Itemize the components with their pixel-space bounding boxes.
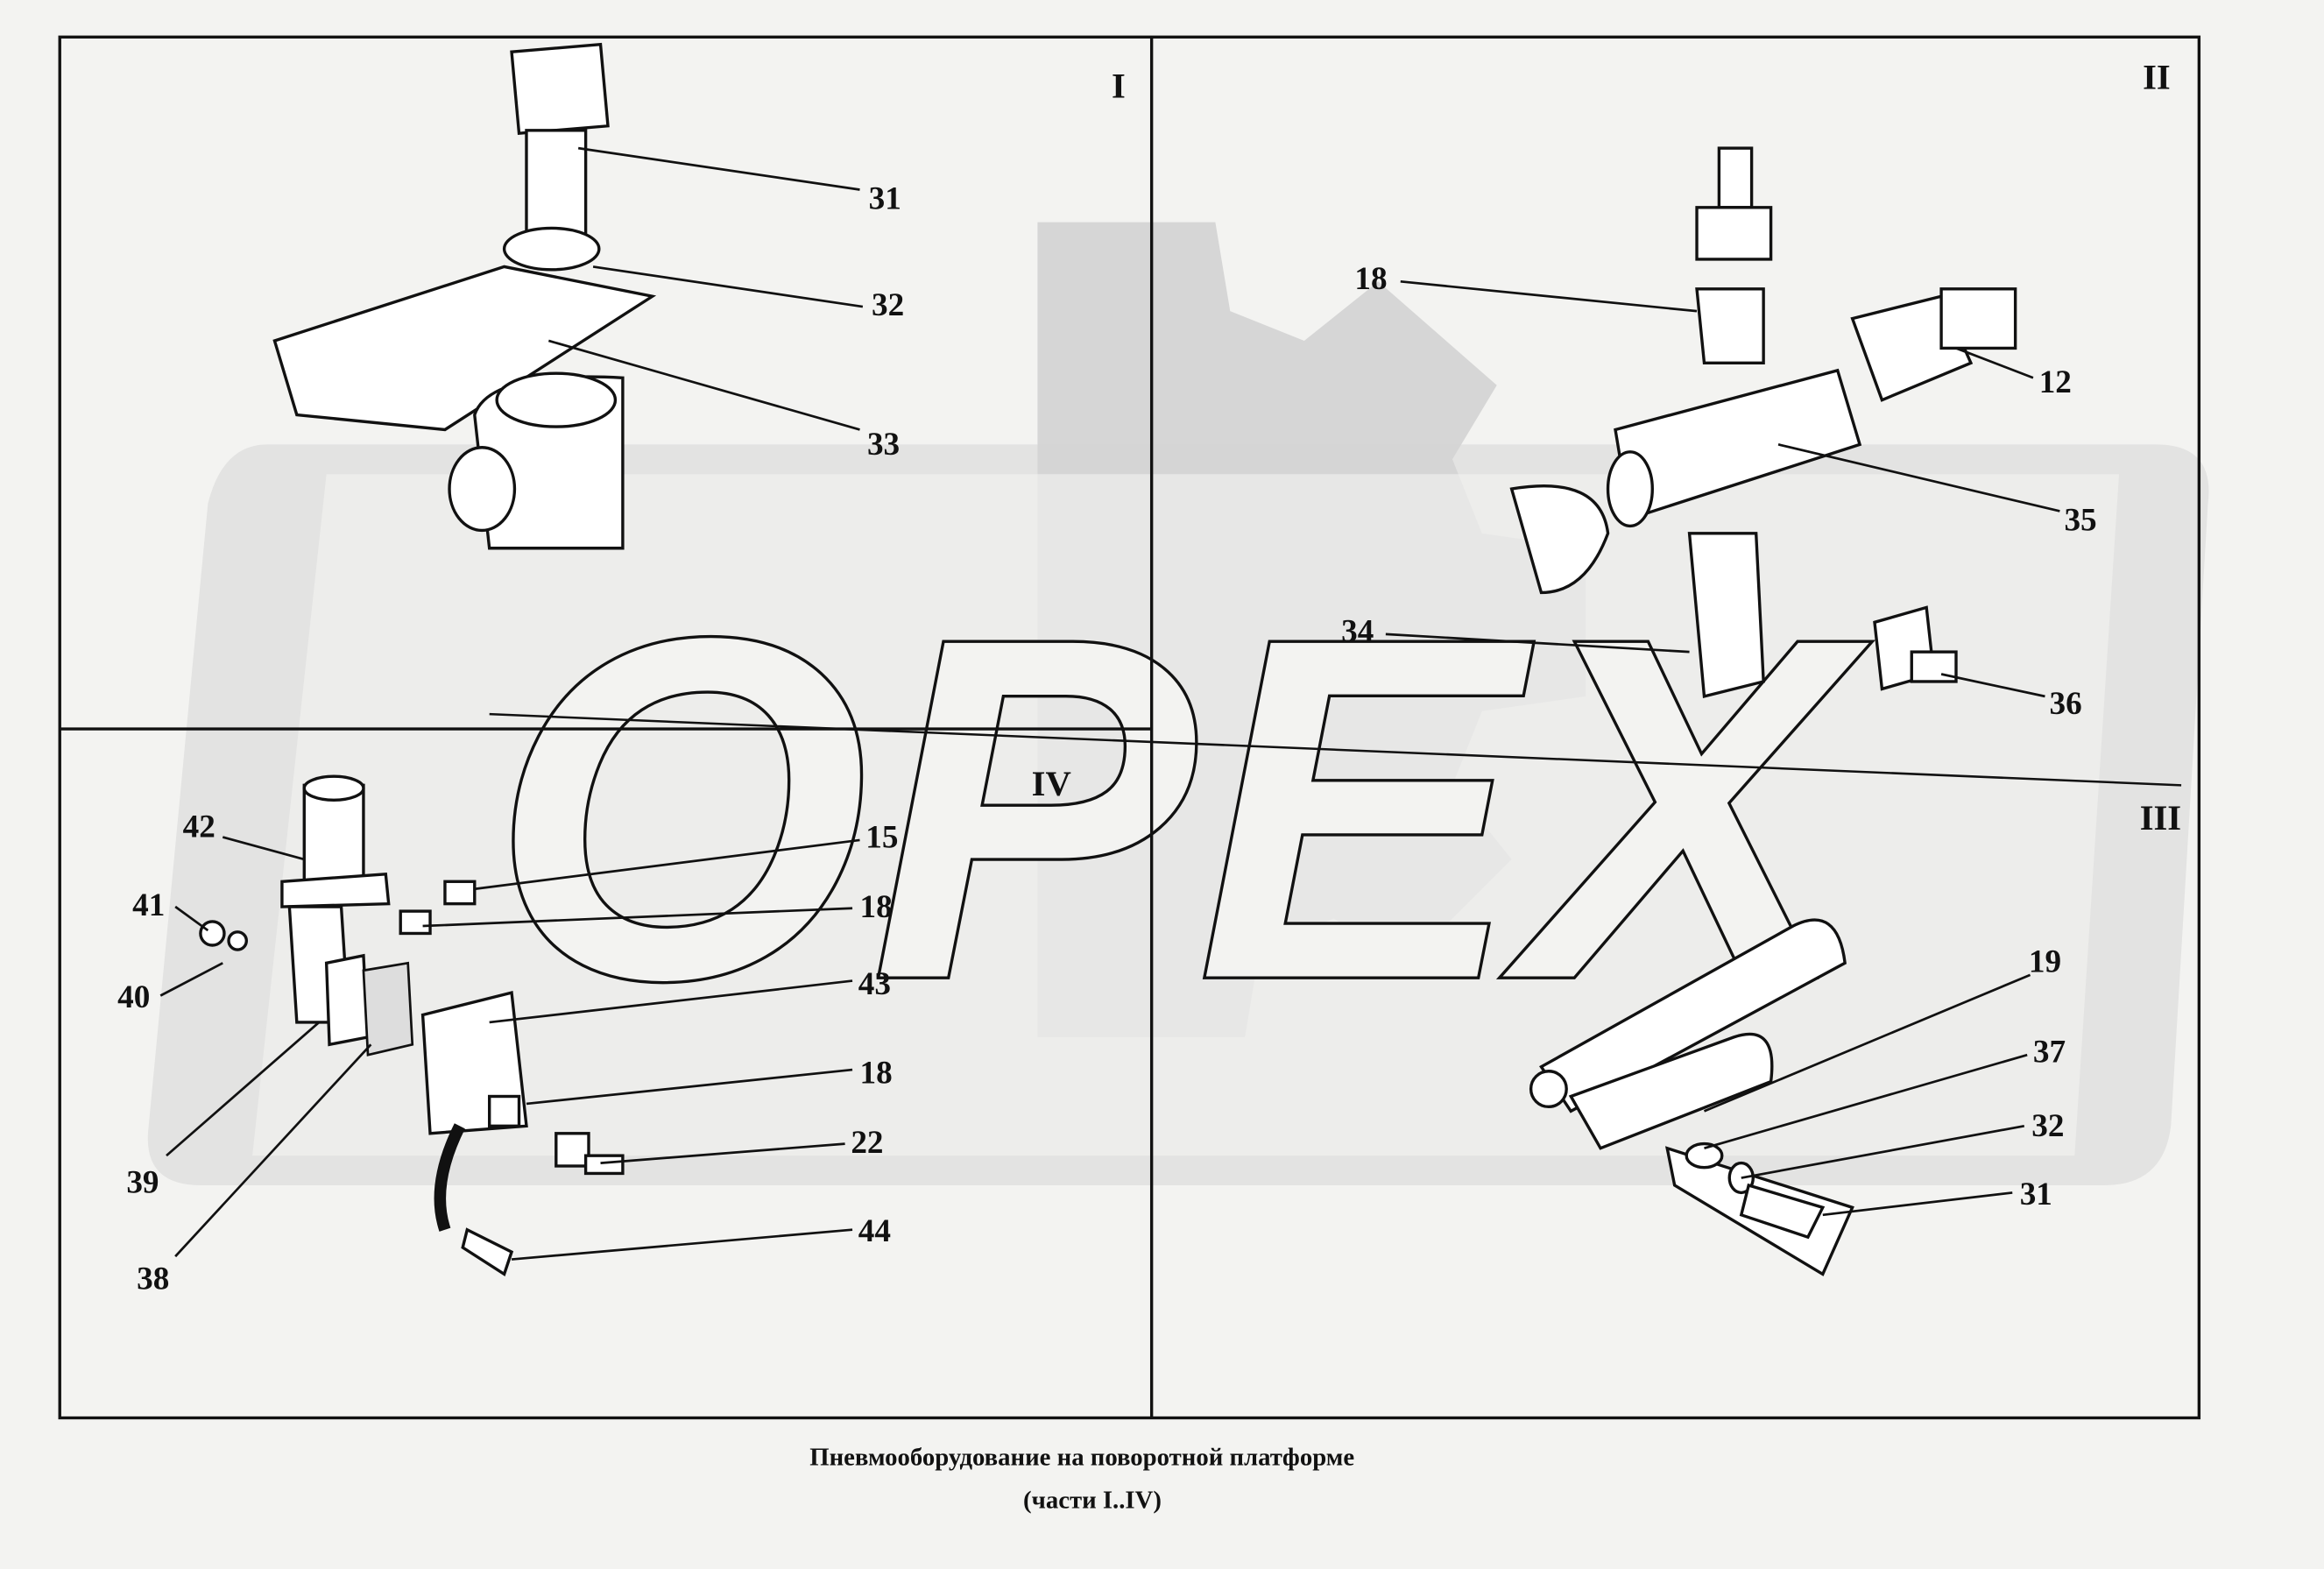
part-label: 40 — [117, 979, 150, 1015]
part-label: 37 — [2033, 1035, 2066, 1071]
section-label-iii: III — [2140, 798, 2181, 838]
part-label: 39 — [126, 1164, 159, 1200]
part-label: 34 — [1341, 613, 1374, 649]
caption-subtitle: (части I..IV) — [1023, 1487, 1162, 1515]
part-label: 35 — [2064, 502, 2096, 538]
section-label-iv: IV — [1032, 764, 1071, 803]
part-label: 32 — [872, 287, 904, 323]
watermark-text: OPEX — [490, 536, 1874, 1082]
part-label: 38 — [137, 1261, 169, 1297]
caption-title: Пневмооборудование на поворотной платфор… — [809, 1444, 1354, 1472]
part-label: 31 — [869, 180, 901, 216]
part-label: 43 — [858, 966, 891, 1002]
part-label: 19 — [2029, 944, 2061, 979]
section-label-ii: II — [2143, 57, 2171, 96]
part-label: 44 — [858, 1213, 891, 1249]
part-label: 31 — [2020, 1177, 2052, 1212]
part-label: 41 — [132, 887, 165, 923]
section-label-i: I — [1112, 67, 1126, 106]
part-label: 32 — [2031, 1108, 2064, 1144]
part-label: 22 — [851, 1125, 883, 1161]
part-label: 42 — [183, 809, 215, 845]
part-label: 15 — [865, 819, 898, 855]
part-label: 12 — [2039, 364, 2072, 400]
part-label: 18 — [859, 889, 892, 925]
part-group-i — [272, 42, 657, 550]
part-label: 33 — [867, 427, 900, 463]
part-label: 18 — [859, 1055, 892, 1091]
frame — [58, 35, 2201, 1420]
part-label: 18 — [1354, 261, 1387, 297]
part-group-iii — [1529, 918, 1854, 1276]
part-group-iv — [199, 774, 625, 1277]
part-label: 36 — [2050, 686, 2082, 722]
part-group-ii — [1509, 146, 2017, 698]
leader-lines — [159, 146, 2060, 1261]
